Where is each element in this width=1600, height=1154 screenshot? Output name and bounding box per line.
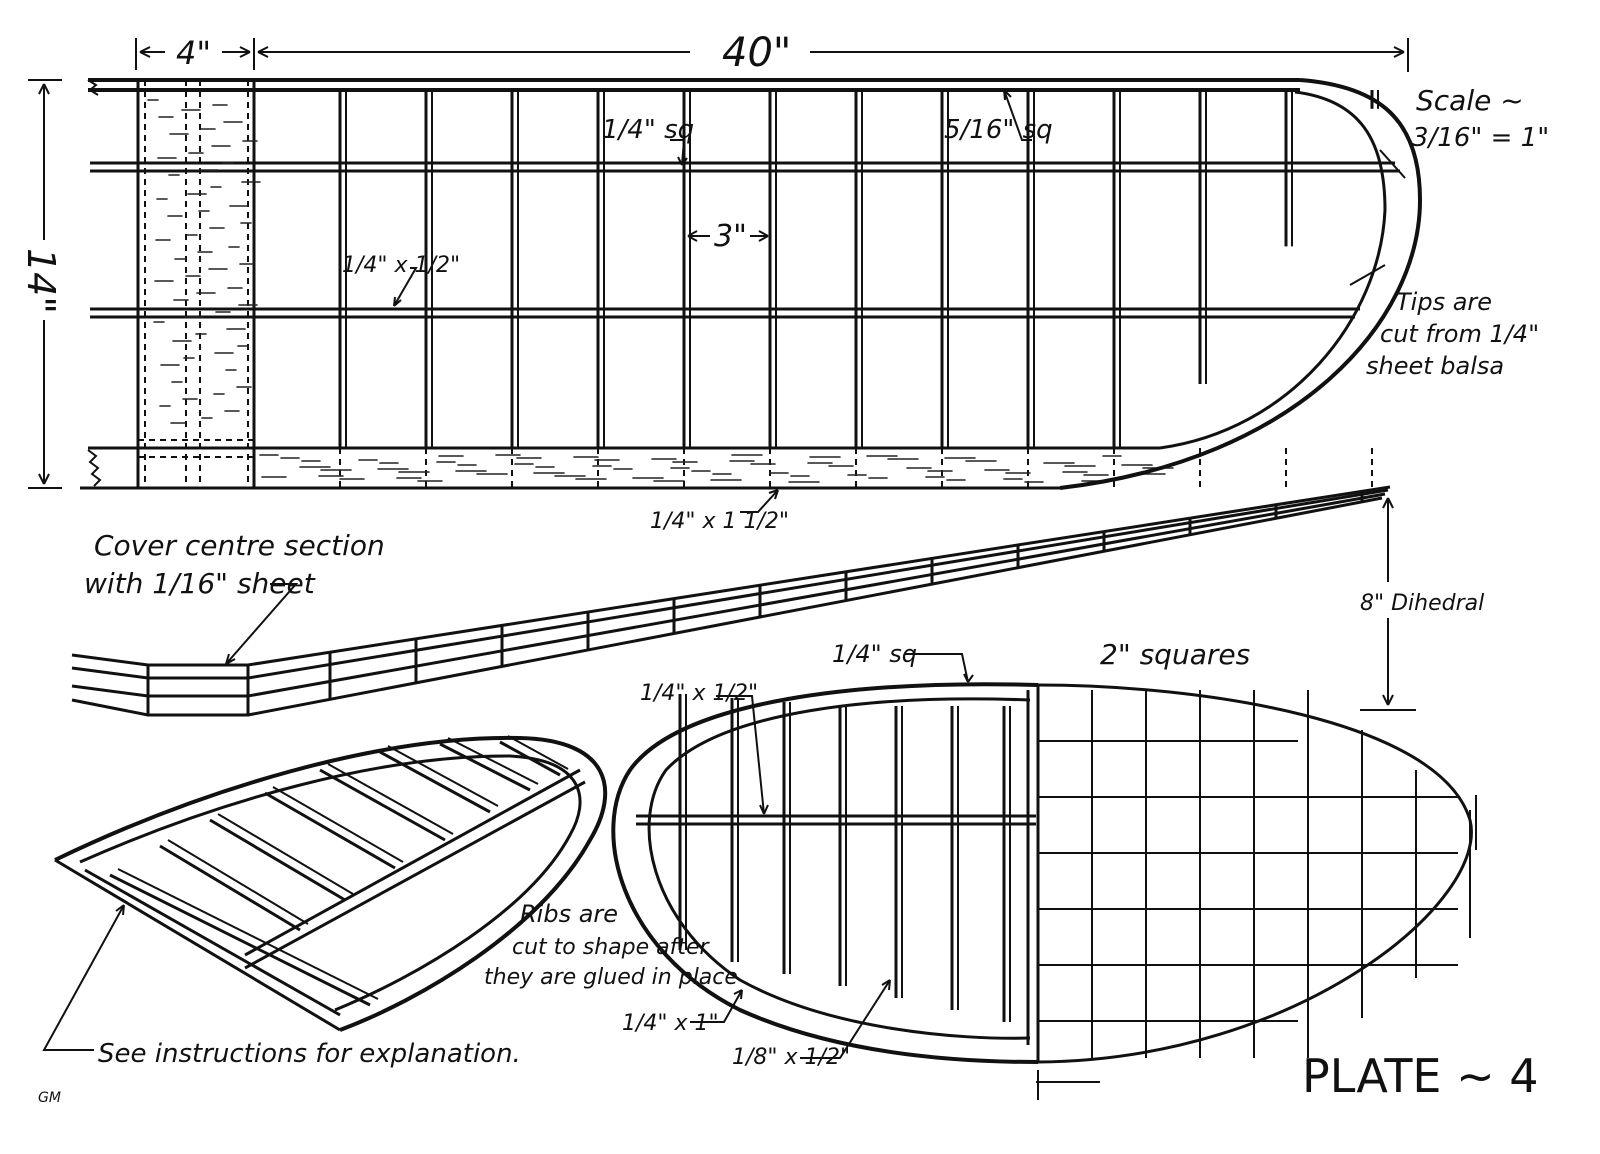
cover-note-line1: Cover centre section xyxy=(94,529,385,562)
grid-label: 2" squares xyxy=(1100,638,1250,671)
tips-note-line1: Tips are xyxy=(1396,288,1492,316)
tips-note-line2: cut from 1/4" xyxy=(1380,320,1539,348)
tail-rib-label: 1/4" x 1/2" xyxy=(640,681,758,706)
iso-rib xyxy=(379,750,491,814)
wing-plan-view xyxy=(80,78,1423,490)
iso-rib-edge xyxy=(327,763,454,835)
iso-rib-edge xyxy=(167,839,309,925)
iso-rib-edge xyxy=(447,737,539,785)
draftsman-initials: GM xyxy=(38,1090,61,1106)
tail-grid xyxy=(1038,690,1471,1058)
ribs-note-line3: they are glued in place xyxy=(484,965,738,990)
wood-grain xyxy=(147,99,1174,483)
iso-rib-edge xyxy=(117,868,379,1000)
rib-size-label: 1/4" x 1/2" xyxy=(342,253,460,278)
tail-spar-label: 1/4" sq xyxy=(832,640,917,668)
iso-rib xyxy=(499,740,561,777)
iso-rib xyxy=(209,818,346,902)
dim-chord: 14" xyxy=(19,248,63,314)
plate-title: PLATE ~ 4 xyxy=(1302,1049,1539,1103)
isometric-tail-view: See instructions for explanation. xyxy=(42,735,608,1069)
iso-rib-edge xyxy=(272,786,404,863)
dim-half-span: 40" xyxy=(722,30,791,76)
dihedral-label: 8" Dihedral xyxy=(1360,591,1484,616)
tail-plan-view: 1/4" sq 1/4" x 1/2" 2" squares 1/4" x 1"… xyxy=(611,638,1477,1100)
scale-note-line2: 3/16" = 1" xyxy=(1412,123,1549,153)
tips-note-line3: sheet balsa xyxy=(1366,352,1504,380)
dim-center-width: 4" xyxy=(176,34,211,72)
iso-rib xyxy=(319,768,446,842)
isometric-ribs xyxy=(109,735,569,1007)
iso-rib xyxy=(264,791,396,870)
plan-ribs xyxy=(338,90,1379,488)
iso-rib-edge xyxy=(387,745,499,807)
ribs-note-line2: cut to shape after xyxy=(512,935,711,960)
wing-front-view: Cover centre section with 1/16" sheet 8"… xyxy=(71,485,1484,717)
instructions-note: See instructions for explanation. xyxy=(98,1039,521,1069)
spar2-size-label: 5/16" sq xyxy=(944,115,1053,145)
tail-edge-label: 1/4" x 1" xyxy=(622,1011,719,1036)
scale-note-line1: Scale ~ xyxy=(1416,84,1524,117)
plan-dimensions: 4" 40" 14" 1/4" sq 5/16" sq 3" 1/4" x 1/… xyxy=(19,30,1409,534)
trailing-edge-size-label: 1/4" x 1 1/2" xyxy=(650,509,789,534)
front-view-ribs xyxy=(328,491,1364,701)
tail-ribs xyxy=(678,694,1011,1022)
ribs-note-line1: Ribs are xyxy=(520,900,618,928)
iso-rib-edge xyxy=(507,735,569,770)
iso-rib xyxy=(159,844,301,932)
rib-spacing-label: 3" xyxy=(714,219,747,254)
iso-rib xyxy=(109,873,371,1007)
iso-rib xyxy=(439,742,531,792)
iso-rib-edge xyxy=(217,813,354,895)
